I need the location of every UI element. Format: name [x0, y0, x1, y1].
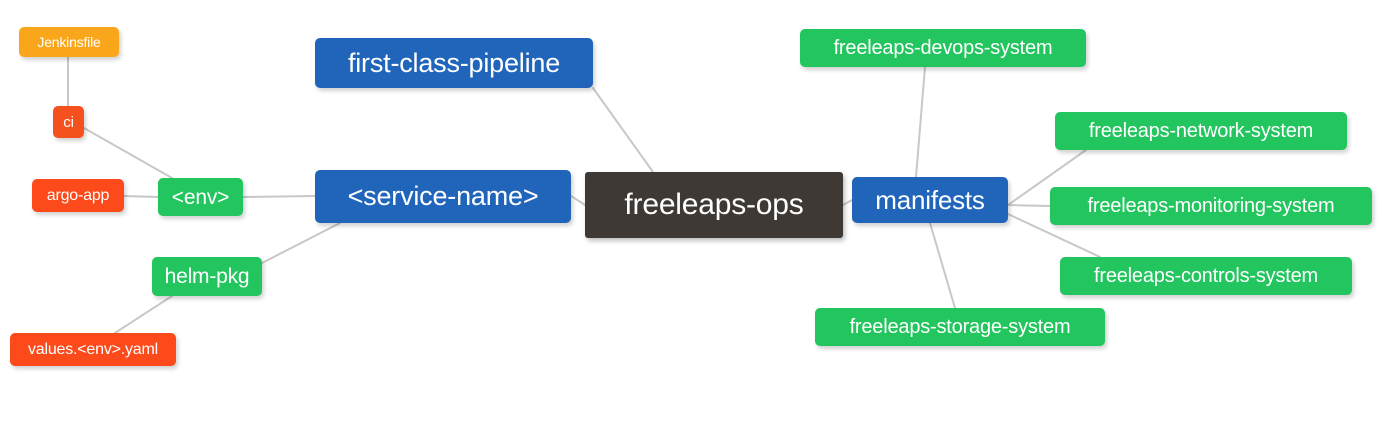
node-service-name[interactable]: <service-name>	[315, 170, 571, 223]
node-values-yaml[interactable]: values.<env>.yaml	[10, 333, 176, 366]
node-freeleaps-monitoring-system[interactable]: freeleaps-monitoring-system	[1050, 187, 1372, 225]
node-freeleaps-devops-system[interactable]: freeleaps-devops-system	[800, 29, 1086, 67]
edge-root-to-manifests	[842, 199, 853, 206]
node-ci[interactable]: ci	[53, 106, 84, 138]
node-freeleaps-network-system[interactable]: freeleaps-network-system	[1055, 112, 1347, 150]
edge-env-to-argo-app	[123, 195, 159, 198]
edge-service-name-to-helm-pkg	[261, 222, 341, 264]
edge-helm-pkg-to-values-yaml	[114, 295, 173, 334]
edge-root-to-first-class-pipeline	[592, 87, 654, 173]
node-freeleaps-storage-system[interactable]: freeleaps-storage-system	[815, 308, 1105, 346]
edge-manifests-to-freeleaps-monitoring-system	[1007, 204, 1051, 207]
edge-env-to-ci	[83, 127, 173, 179]
node-manifests[interactable]: manifests	[852, 177, 1008, 223]
node-first-class-pipeline[interactable]: first-class-pipeline	[315, 38, 593, 88]
edge-service-name-to-env	[242, 195, 316, 198]
node-root[interactable]: freeleaps-ops	[585, 172, 843, 238]
node-env[interactable]: <env>	[158, 178, 243, 216]
edge-root-to-service-name	[570, 195, 586, 206]
node-argo-app[interactable]: argo-app	[32, 179, 124, 212]
node-freeleaps-controls-system[interactable]: freeleaps-controls-system	[1060, 257, 1352, 295]
node-jenkinsfile[interactable]: Jenkinsfile	[19, 27, 119, 57]
node-helm-pkg[interactable]: helm-pkg	[152, 257, 262, 296]
edge-manifests-to-freeleaps-devops-system	[915, 66, 926, 178]
edge-manifests-to-freeleaps-storage-system	[929, 222, 956, 309]
